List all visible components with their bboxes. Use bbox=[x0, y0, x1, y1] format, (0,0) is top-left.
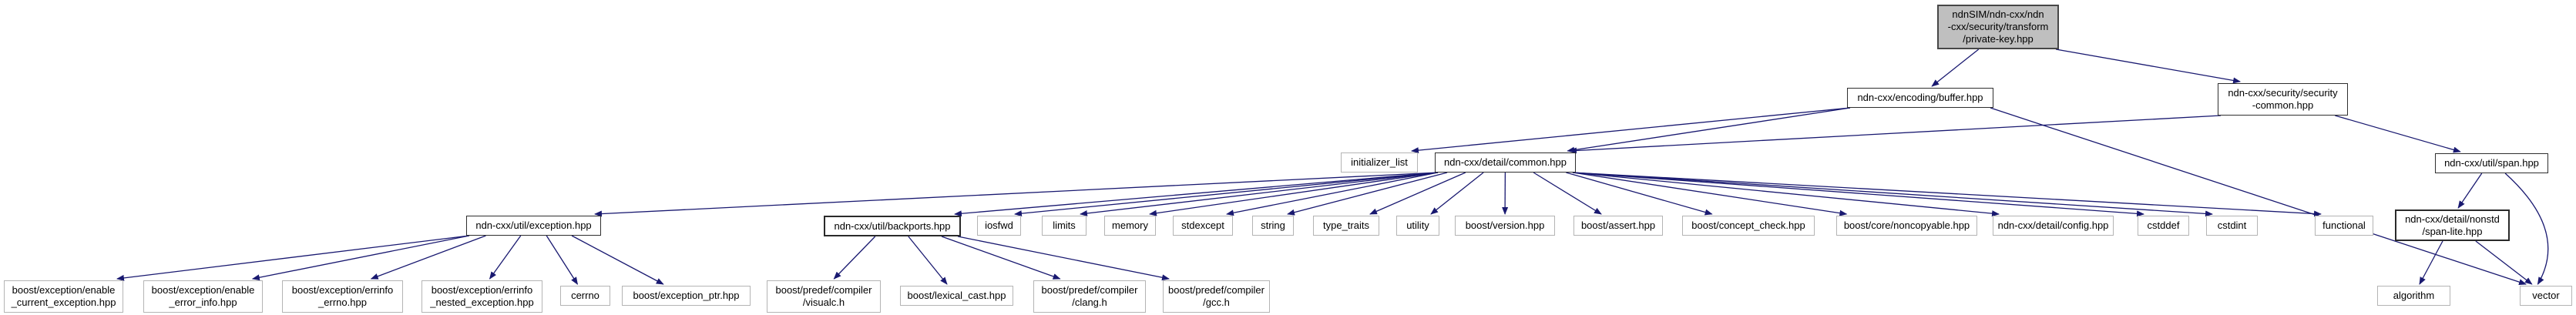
edge-common-to-cstdint bbox=[1572, 172, 2213, 217]
edge-common-to-string bbox=[1287, 172, 1448, 216]
node-enable-current-exception[interactable]: boost/exception/enable _current_exceptio… bbox=[4, 280, 123, 313]
node-backports[interactable]: ndn-cxx/util/backports.hpp bbox=[824, 216, 961, 236]
edge-exception-to-errinfo-errno bbox=[370, 235, 486, 280]
edge-backports-to-predef-gcc bbox=[957, 236, 1170, 281]
node-span[interactable]: ndn-cxx/util/span.hpp bbox=[2435, 153, 2548, 173]
node-vector[interactable]: vector bbox=[2520, 286, 2572, 306]
node-lexical-cast[interactable]: boost/lexical_cast.hpp bbox=[900, 286, 1013, 306]
edge-exception-to-errinfo-nested-exception bbox=[489, 235, 522, 280]
edge-backports-to-lexical-cast bbox=[908, 236, 948, 285]
edge-common-to-type-traits bbox=[1369, 172, 1466, 215]
edge-common-to-boost-concept-check bbox=[1566, 172, 1713, 216]
node-enable-error-info[interactable]: boost/exception/enable _error_info.hpp bbox=[143, 280, 263, 313]
edge-span-to-span-lite bbox=[2457, 173, 2483, 209]
edge-span-to-vector bbox=[2504, 173, 2549, 285]
edge-security-common-to-common bbox=[1569, 115, 2222, 154]
node-exception[interactable]: ndn-cxx/util/exception.hpp bbox=[466, 216, 601, 236]
edge-common-to-cstddef bbox=[1572, 172, 2144, 217]
node-exception-ptr[interactable]: boost/exception_ptr.hpp bbox=[622, 286, 751, 306]
edge-security-common-to-span bbox=[2335, 115, 2461, 153]
node-initializer-list[interactable]: initializer_list bbox=[1341, 152, 1418, 173]
edge-exception-to-enable-current-exception bbox=[116, 235, 470, 281]
edge-common-to-backports bbox=[954, 172, 1439, 217]
edge-span-lite-to-vector bbox=[2475, 240, 2533, 285]
node-type-traits[interactable]: type_traits bbox=[1313, 216, 1379, 236]
edge-common-to-utility bbox=[1430, 172, 1484, 215]
node-utility[interactable]: utility bbox=[1396, 216, 1439, 236]
node-boost-assert[interactable]: boost/assert.hpp bbox=[1573, 216, 1663, 236]
edge-common-to-config bbox=[1572, 172, 2000, 217]
node-stdexcept[interactable]: stdexcept bbox=[1173, 216, 1233, 236]
node-predef-visualc[interactable]: boost/predef/compiler /visualc.h bbox=[767, 280, 881, 313]
edge-span-lite-to-algorithm bbox=[2419, 240, 2443, 285]
node-predef-clang[interactable]: boost/predef/compiler /clang.h bbox=[1033, 280, 1146, 313]
edge-private-key-to-buffer bbox=[1931, 49, 1980, 87]
node-boost-concept-check[interactable]: boost/concept_check.hpp bbox=[1682, 216, 1815, 236]
node-algorithm[interactable]: algorithm bbox=[2377, 286, 2450, 306]
node-span-lite[interactable]: ndn-cxx/detail/nonstd /span-lite.hpp bbox=[2395, 209, 2510, 241]
node-boost-noncopyable[interactable]: boost/core/noncopyable.hpp bbox=[1836, 216, 1977, 236]
edge-common-to-exception bbox=[594, 172, 1439, 217]
node-memory[interactable]: memory bbox=[1104, 216, 1156, 236]
node-limits[interactable]: limits bbox=[1042, 216, 1086, 236]
node-cerrno[interactable]: cerrno bbox=[560, 286, 610, 306]
edge-common-to-stdexcept bbox=[1226, 172, 1439, 216]
edge-exception-to-cerrno bbox=[546, 235, 578, 285]
edge-backports-to-predef-clang bbox=[941, 236, 1061, 280]
edge-backports-to-predef-visualc bbox=[833, 236, 876, 280]
node-config[interactable]: ndn-cxx/detail/config.hpp bbox=[1993, 216, 2114, 236]
node-common[interactable]: ndn-cxx/detail/common.hpp bbox=[1435, 152, 1576, 173]
node-iosfwd[interactable]: iosfwd bbox=[977, 216, 1021, 236]
node-security-common[interactable]: ndn-cxx/security/security -common.hpp bbox=[2218, 83, 2348, 116]
node-functional[interactable]: functional bbox=[2315, 216, 2373, 236]
node-predef-gcc[interactable]: boost/predef/compiler /gcc.h bbox=[1163, 280, 1270, 313]
node-private-key[interactable]: ndnSIM/ndn-cxx/ndn -cxx/security/transfo… bbox=[1937, 5, 2059, 49]
node-errinfo-nested-exception[interactable]: boost/exception/errinfo _nested_exceptio… bbox=[421, 280, 542, 313]
edge-common-to-boost-noncopyable bbox=[1572, 172, 1848, 216]
edge-common-to-functional bbox=[1572, 172, 2322, 217]
node-cstddef[interactable]: cstddef bbox=[2138, 216, 2189, 236]
node-string[interactable]: string bbox=[1252, 216, 1294, 236]
edge-private-key-to-security-common bbox=[2055, 49, 2242, 84]
edge-exception-to-enable-error-info bbox=[251, 235, 470, 281]
node-boost-version[interactable]: boost/version.hpp bbox=[1455, 216, 1555, 236]
edge-common-to-iosfwd bbox=[1014, 172, 1439, 217]
edge-common-to-memory bbox=[1149, 172, 1439, 216]
edge-buffer-to-initializer-list bbox=[1411, 107, 1851, 154]
edge-buffer-to-vector bbox=[1990, 107, 2527, 285]
edge-common-to-limits bbox=[1080, 172, 1439, 216]
node-buffer[interactable]: ndn-cxx/encoding/buffer.hpp bbox=[1847, 88, 1993, 108]
edge-exception-to-exception-ptr bbox=[571, 235, 664, 285]
edge-buffer-to-common bbox=[1567, 107, 1851, 153]
edge-common-to-boost-assert bbox=[1533, 172, 1602, 215]
node-cstdint[interactable]: cstdint bbox=[2206, 216, 2258, 236]
node-errinfo-errno[interactable]: boost/exception/errinfo _errno.hpp bbox=[282, 280, 403, 313]
